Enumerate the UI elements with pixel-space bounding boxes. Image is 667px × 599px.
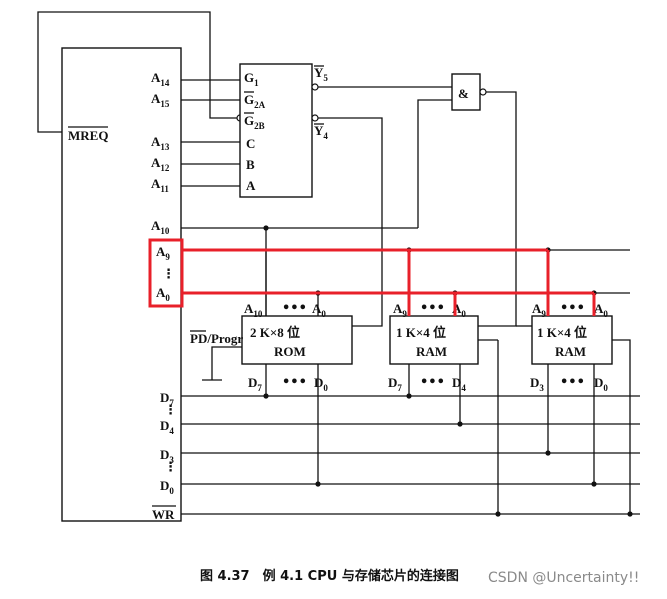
decoder-g1: G1 xyxy=(244,70,259,88)
ram2-addr-lo: A0 xyxy=(594,301,608,319)
ram2-data-lo: D0 xyxy=(594,375,608,393)
rom-data-lo: D0 xyxy=(314,375,328,393)
label-a15: A15 xyxy=(151,91,170,109)
rom-line2: ROM xyxy=(274,344,306,359)
label-a12: A12 xyxy=(151,155,170,173)
pd-progr-label: PD/Progr xyxy=(190,331,243,346)
label-a9: A9 xyxy=(156,244,170,262)
label-a10: A10 xyxy=(151,218,170,236)
decoder-b: B xyxy=(246,157,255,172)
y4-bubble xyxy=(311,114,319,122)
label-wr: WR xyxy=(152,507,175,522)
decoder-y4: Y4 xyxy=(314,123,328,141)
rom-chip xyxy=(241,315,353,365)
highlight-cpu-addr xyxy=(148,238,184,308)
ram1-d4-junction xyxy=(457,421,463,427)
wire-and-ram1 xyxy=(478,91,517,327)
ram2-addr-hi: A9 xyxy=(532,301,546,319)
ram1-addr-ellipsis: ••• xyxy=(420,301,445,316)
rom-line1: 2 K×8 位 xyxy=(250,325,300,340)
label-a0: A0 xyxy=(156,285,170,303)
ram2-line2: RAM xyxy=(555,344,586,359)
ram2-d0-junction xyxy=(591,481,597,487)
ram1-wr-junction xyxy=(495,511,501,517)
rom-d0-junction xyxy=(315,481,321,487)
decoder-g2a: G2A xyxy=(244,92,266,110)
decoder-74138 xyxy=(239,63,313,198)
ram2-data-hi: D3 xyxy=(530,375,544,393)
ram1-line1: 1 K×4 位 xyxy=(396,325,446,340)
ram2-data-ellipsis: ••• xyxy=(560,375,585,390)
ram2-addr-ellipsis: ••• xyxy=(560,301,585,316)
and-gate-symbol: & xyxy=(458,86,469,101)
mreq-label: MREQ xyxy=(68,128,108,143)
label-d3: D3 xyxy=(160,447,174,465)
addr-vdots: ⋮ xyxy=(162,267,175,282)
label-d7: D7 xyxy=(160,390,174,408)
watermark: CSDN @Uncertainty!! xyxy=(488,570,639,586)
data-vdots-1: ⋮ xyxy=(164,403,177,418)
ram1-d7-junction xyxy=(406,393,412,399)
ram2-wr-drop xyxy=(612,339,631,514)
label-a13: A13 xyxy=(151,134,170,152)
label-a14: A14 xyxy=(151,70,170,88)
ram2-d3-junction xyxy=(545,450,551,456)
label-d0: D0 xyxy=(160,478,174,496)
and-gate-bubble xyxy=(479,88,487,96)
decoder-c: C xyxy=(246,136,255,151)
wire-y4-rom xyxy=(318,117,383,296)
decoder-a: A xyxy=(246,178,256,193)
rom-data-ellipsis: ••• xyxy=(282,375,307,390)
ram1-addr-hi: A9 xyxy=(393,301,407,319)
wire-y4-rom-cs xyxy=(352,296,383,327)
ram1-data-ellipsis: ••• xyxy=(420,375,445,390)
rom-data-hi: D7 xyxy=(248,375,262,393)
mreq-wire xyxy=(37,11,240,133)
wire-pd-ground xyxy=(211,346,242,380)
rom-d7-junction xyxy=(263,393,269,399)
ram2-line1: 1 K×4 位 xyxy=(537,325,587,340)
rom-addr-hi: A10 xyxy=(244,301,263,319)
y5-bubble xyxy=(311,83,319,91)
ram2-wr-junction xyxy=(627,511,633,517)
figure-caption: 图 4.37 例 4.1 CPU 与存储芯片的连接图 xyxy=(200,568,459,584)
ram1-addr-lo: A0 xyxy=(452,301,466,319)
decoder-g2b: G2B xyxy=(244,113,265,131)
label-d4: D4 xyxy=(160,418,174,436)
ram1-line2: RAM xyxy=(416,344,447,359)
rom-addr-ellipsis: ••• xyxy=(282,301,307,316)
decoder-y5: Y5 xyxy=(314,65,328,83)
ram1-data-lo: D4 xyxy=(452,375,466,393)
rom-addr-lo: A0 xyxy=(312,301,326,319)
ram1-data-hi: D7 xyxy=(388,375,402,393)
data-vdots-2: ⋮ xyxy=(164,460,177,475)
wire-a10-and xyxy=(417,99,452,228)
label-a11: A11 xyxy=(151,176,169,194)
